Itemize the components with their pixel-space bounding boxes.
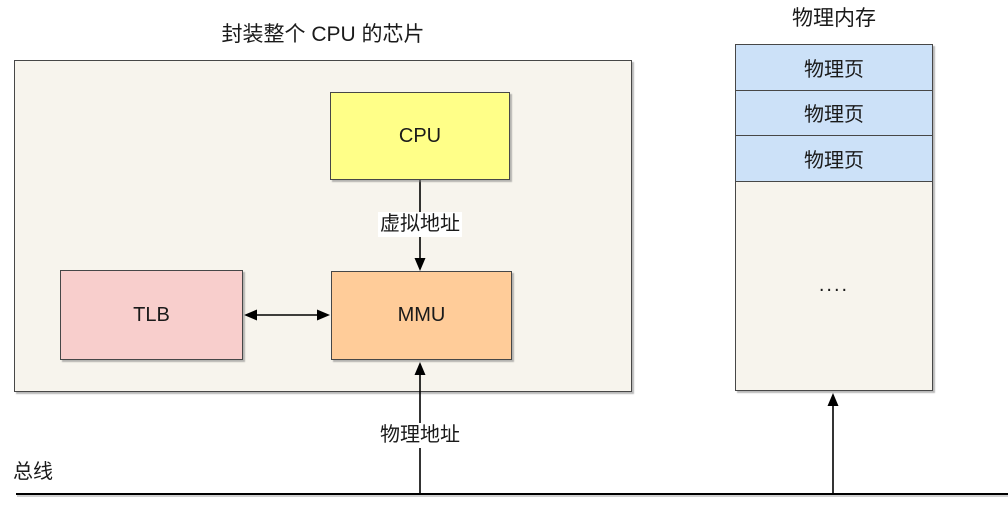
physical-page-label: 物理页 [804,58,864,81]
physical-address-label: 物理地址 [378,423,462,448]
chip-title: 封装整个 CPU 的芯片 [221,23,425,46]
physical-memory-box: 物理页 物理页 物理页 .... [735,44,933,391]
bus-memory-arrow [827,393,839,493]
tlb-label: TLB [133,303,170,326]
bus-line [16,493,1008,497]
mmu-box: MMU [331,271,512,360]
physical-page-row: 物理页 [736,90,932,137]
physical-page-row: 物理页 [736,45,932,91]
tlb-box: TLB [60,270,243,360]
cpu-box: CPU [330,92,510,180]
memory-ellipsis: .... [818,274,850,297]
physical-page-row: 物理页 [736,136,932,182]
physical-page-label: 物理页 [804,104,864,127]
virtual-address-label: 虚拟地址 [378,212,462,237]
memory-ellipsis-area: .... [736,182,932,390]
mmu-label: MMU [397,304,446,326]
physical-page-label: 物理页 [804,149,864,172]
cpu-label: CPU [398,124,442,147]
memory-title: 物理内存 [792,7,876,30]
bus-label: 总线 [13,461,53,483]
